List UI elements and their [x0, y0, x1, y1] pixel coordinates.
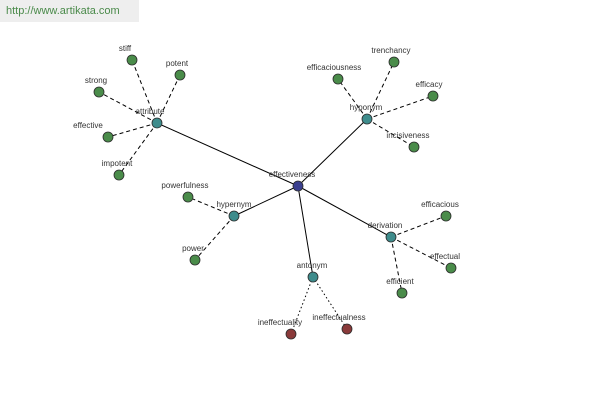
word-label-potent[interactable]: potent	[166, 59, 189, 68]
relation-node-hypernym[interactable]	[228, 210, 240, 222]
word-label-efficacy[interactable]: efficacy	[416, 80, 443, 89]
relation-label-derivation[interactable]: derivation	[368, 221, 403, 230]
word-node-efficacy[interactable]	[427, 90, 439, 102]
edge-hyponym-efficacy	[366, 95, 434, 120]
relation-label-antonym[interactable]: antonym	[297, 261, 328, 270]
word-node-stiff[interactable]	[126, 54, 138, 66]
edge-hypernym-power	[194, 215, 235, 261]
word-node-powerfulness[interactable]	[182, 191, 194, 203]
word-label-efficaciousness[interactable]: efficaciousness	[307, 63, 362, 72]
edge-attribute-stiff	[131, 59, 158, 124]
word-label-stiff[interactable]: stiff	[119, 44, 132, 53]
word-label-trenchancy[interactable]: trenchancy	[371, 46, 410, 55]
word-label-impotent[interactable]: impotent	[102, 159, 133, 168]
edge-derivation-efficacious	[390, 215, 447, 238]
edge-hyponym-trenchancy	[366, 61, 395, 120]
word-label-incisiveness[interactable]: incisiveness	[386, 131, 429, 140]
edge-attribute-potent	[156, 74, 181, 124]
graph-edges	[98, 59, 452, 335]
edge-derivation-effectual	[390, 236, 452, 269]
word-label-ineffectuality[interactable]: ineffectuality	[258, 318, 302, 327]
edge-attribute-strong	[98, 91, 158, 124]
relation-label-attribute[interactable]: attribute	[136, 107, 165, 116]
site-url-banner[interactable]: http://www.artikata.com	[0, 0, 139, 22]
edge-attribute-effective	[107, 122, 158, 138]
word-node-potent[interactable]	[174, 69, 186, 81]
relation-node-hyponym[interactable]	[361, 113, 373, 125]
edge-effectiveness-derivation	[297, 185, 392, 238]
center-label-effectiveness[interactable]: effectiveness	[269, 170, 316, 179]
edge-hyponym-efficaciousness	[337, 78, 368, 120]
edge-hyponym-incisiveness	[366, 118, 415, 148]
word-node-trenchancy[interactable]	[388, 56, 400, 68]
graph-labels: attribute stiff potent strong effective impot…	[73, 44, 460, 327]
edge-hypernym-powerfulness	[187, 196, 235, 217]
word-label-strong[interactable]: strong	[85, 76, 107, 85]
word-node-ineffectualness[interactable]	[341, 323, 353, 335]
edge-effectiveness-hyponym	[297, 118, 368, 187]
relation-label-hypernym[interactable]: hypernym	[216, 200, 251, 209]
relation-node-attribute[interactable]	[151, 117, 163, 129]
edge-derivation-efficient	[390, 236, 403, 294]
word-node-ineffectuality[interactable]	[285, 328, 297, 340]
word-node-efficacious[interactable]	[440, 210, 452, 222]
graph-nodes	[93, 54, 457, 340]
relation-label-hyponym[interactable]: hyponym	[350, 103, 383, 112]
word-node-effectual[interactable]	[445, 262, 457, 274]
word-node-incisiveness[interactable]	[408, 141, 420, 153]
center-node-effectiveness[interactable]	[292, 180, 304, 192]
edge-attribute-impotent	[118, 122, 158, 176]
word-label-power[interactable]: power	[182, 244, 204, 253]
word-label-efficacious[interactable]: efficacious	[421, 200, 459, 209]
word-label-effective[interactable]: effective	[73, 121, 103, 130]
word-label-effectual[interactable]: effectual	[430, 252, 460, 261]
edge-effectiveness-hypernym	[233, 185, 299, 217]
word-node-efficient[interactable]	[396, 287, 408, 299]
word-node-effective[interactable]	[102, 131, 114, 143]
word-node-power[interactable]	[189, 254, 201, 266]
edge-effectiveness-attribute	[156, 122, 299, 187]
word-label-powerfulness[interactable]: powerfulness	[161, 181, 208, 190]
word-node-impotent[interactable]	[113, 169, 125, 181]
edge-effectiveness-antonym	[297, 185, 314, 278]
word-label-ineffectualness[interactable]: ineffectualness	[312, 313, 365, 322]
word-node-strong[interactable]	[93, 86, 105, 98]
relation-node-derivation[interactable]	[385, 231, 397, 243]
relation-node-antonym[interactable]	[307, 271, 319, 283]
word-node-efficaciousness[interactable]	[332, 73, 344, 85]
word-label-efficient[interactable]: efficient	[386, 277, 414, 286]
